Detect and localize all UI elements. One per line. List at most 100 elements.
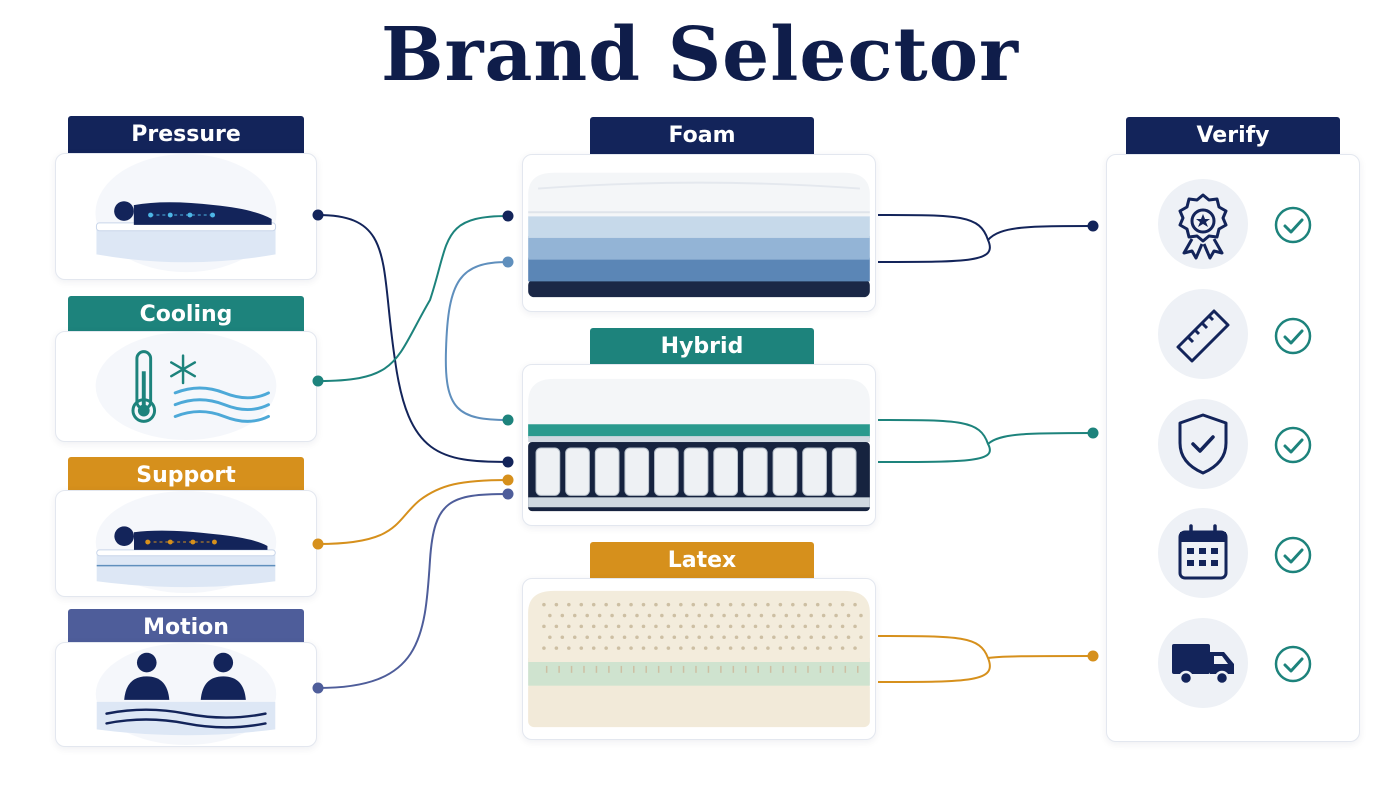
latex-perforation [622, 635, 627, 640]
latex-perforation [796, 613, 801, 618]
latex-perforation [815, 624, 820, 629]
connector-dot [1087, 427, 1099, 439]
latex-perforation [647, 613, 652, 618]
latex-perforation [542, 646, 546, 650]
latex-perforation [747, 613, 751, 618]
verify-label: Verify [1126, 117, 1340, 154]
latex-perforation [840, 624, 845, 629]
need-label-motion: Motion [68, 609, 304, 646]
connector-dot [1087, 220, 1099, 232]
latex-perforation [610, 613, 614, 618]
latex-perforation [859, 613, 863, 618]
latex-perforation [844, 665, 847, 673]
latex-perforation [641, 624, 646, 629]
latex-perforation [853, 646, 857, 650]
latex-perforation [684, 635, 689, 640]
latex-perforation [784, 613, 789, 618]
latex-perforation [679, 646, 683, 650]
connector-hybrid-verify-out [987, 432, 1094, 445]
latex-perforation [635, 635, 639, 640]
foam-mattress-icon [528, 172, 870, 298]
latex-perforation [709, 613, 714, 618]
need-label-cooling: Cooling [68, 296, 304, 333]
latex-perforation [791, 602, 795, 607]
need-label-pressure: Pressure [68, 116, 304, 153]
latex-perforation [572, 635, 577, 640]
type-card-hybrid [522, 364, 876, 526]
check-icon [1273, 425, 1313, 465]
latex-perforation [741, 646, 745, 650]
need-card-pressure [55, 153, 317, 280]
need-card-motion [55, 642, 317, 747]
latex-perforation [753, 624, 758, 629]
connector-latex-verify [877, 635, 991, 683]
latex-perforation [554, 624, 559, 629]
latex-perforation [821, 613, 826, 618]
latex-perforation [732, 665, 735, 673]
latex-perforation [840, 602, 845, 607]
latex-perforation [691, 646, 696, 650]
latex-perforation [635, 613, 639, 618]
latex-perforation [815, 646, 820, 650]
latex-perforation [815, 602, 820, 607]
latex-perforation [794, 665, 797, 673]
need-card-support [55, 490, 317, 597]
calendar-icon [1158, 508, 1248, 598]
latex-perforation [616, 602, 621, 607]
type-label-text: Foam [668, 123, 736, 148]
shield-check-icon [1158, 399, 1248, 489]
type-label-foam: Foam [590, 117, 814, 154]
hybrid-mattress-icon [528, 378, 870, 512]
latex-perforation [759, 635, 764, 640]
latex-perforation [579, 602, 584, 607]
latex-perforation [734, 613, 739, 618]
latex-perforation [759, 613, 764, 618]
check-icon [1273, 316, 1313, 356]
latex-perforation [809, 635, 813, 640]
latex-perforation [853, 602, 857, 607]
latex-perforation [567, 602, 571, 607]
latex-perforation [604, 624, 608, 629]
page-title: Brand Selector [380, 12, 1020, 98]
latex-perforation [697, 635, 701, 640]
latex-perforation [821, 635, 826, 640]
latex-perforation [703, 646, 708, 650]
latex-mattress-icon [528, 590, 870, 728]
connector-pressure-hybrid [317, 214, 509, 463]
latex-perforation [572, 613, 577, 618]
latex-perforation [828, 624, 832, 629]
thermometer-snowflake-icon [95, 332, 277, 441]
latex-perforation [542, 602, 546, 607]
latex-perforation [778, 624, 783, 629]
latex-perforation [682, 665, 685, 673]
need-label-text: Support [136, 463, 236, 488]
latex-perforation [728, 602, 733, 607]
type-card-foam [522, 154, 876, 312]
latex-perforation [803, 624, 808, 629]
latex-perforation [766, 602, 770, 607]
type-label-latex: Latex [590, 542, 814, 579]
connector-foam-verify [877, 214, 991, 263]
latex-perforation [620, 665, 623, 673]
connector-hybrid-verify [877, 419, 991, 463]
latex-perforation [782, 665, 784, 673]
check-icon [1273, 205, 1313, 245]
latex-perforation [585, 635, 589, 640]
latex-perforation [647, 635, 652, 640]
latex-perforation [803, 646, 808, 650]
latex-perforation [545, 665, 548, 673]
latex-perforation [747, 635, 751, 640]
latex-perforation [585, 613, 589, 618]
latex-perforation [560, 635, 565, 640]
latex-perforation [672, 635, 677, 640]
latex-perforation [703, 624, 708, 629]
latex-perforation [769, 665, 772, 673]
latex-perforation [745, 665, 747, 673]
latex-perforation [641, 646, 646, 650]
latex-perforation [567, 646, 571, 650]
need-label-text: Motion [143, 615, 229, 640]
latex-perforation [633, 665, 635, 673]
latex-perforation [832, 665, 834, 673]
type-card-latex [522, 578, 876, 740]
sleeper-support-icon [95, 491, 277, 594]
